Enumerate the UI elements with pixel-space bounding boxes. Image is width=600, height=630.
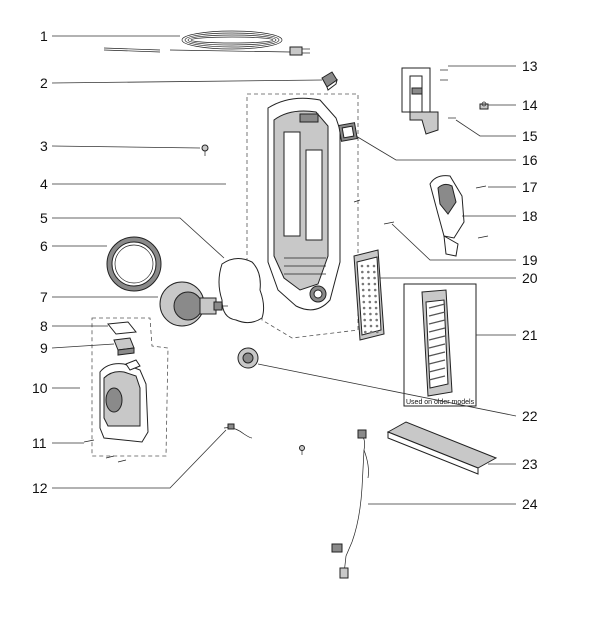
older-models-note: Used on older models [406, 399, 475, 406]
callout-9: 9 [40, 340, 48, 356]
screws-part-13 [440, 69, 448, 81]
power-cord-part [103, 30, 310, 56]
callout-24: 24 [522, 496, 538, 512]
callout-18: 18 [522, 208, 538, 224]
callout-1: 1 [40, 28, 48, 44]
bracket-part-8 [107, 321, 137, 335]
callout-13: 13 [522, 58, 538, 74]
motor-housing-group-outline [91, 317, 169, 457]
callout-7: 7 [40, 289, 48, 305]
gasket-part [218, 258, 265, 324]
callout-8: 8 [40, 318, 48, 334]
wire-harness-part [331, 429, 369, 579]
screw-center [299, 445, 305, 455]
callout-22: 22 [522, 408, 538, 424]
filter-grille-part [353, 249, 385, 341]
older-filter-part [421, 289, 453, 397]
handle-bracket-part [401, 67, 439, 135]
callout-23: 23 [522, 456, 538, 472]
band-ring-part [106, 236, 162, 292]
callout-4: 4 [40, 176, 48, 192]
callout-16: 16 [522, 152, 538, 168]
callout-12: 12 [32, 480, 48, 496]
fastener-part-14 [479, 101, 489, 110]
wire-part-12 [223, 423, 253, 439]
callout-6: 6 [40, 238, 48, 254]
callout-2: 2 [40, 75, 48, 91]
callout-10: 10 [32, 380, 48, 396]
cap-part-16 [338, 122, 358, 142]
screws-part-19 [353, 199, 489, 239]
screw-part-17 [475, 185, 487, 189]
motor-part [159, 281, 228, 327]
body-assembly-outline [246, 93, 359, 339]
callout-numbers: 1 2 3 4 5 6 7 8 9 10 11 12 13 14 15 16 1… [32, 28, 538, 512]
filter-block-part-9 [113, 337, 135, 356]
screws-part-11 [83, 439, 127, 463]
knob-part-22 [237, 347, 259, 369]
callout-14: 14 [522, 97, 538, 113]
motor-housing-part [99, 359, 149, 443]
foam-pad-part [386, 421, 498, 475]
clip-part [321, 71, 338, 91]
callout-3: 3 [40, 138, 48, 154]
leader-lines [51, 35, 517, 505]
handle-grip-part [429, 175, 465, 257]
main-body-housing-part [267, 97, 341, 311]
callout-11: 11 [32, 435, 47, 451]
callout-15: 15 [522, 128, 538, 144]
screw-part-3 [201, 144, 209, 156]
callout-5: 5 [40, 210, 48, 226]
callout-20: 20 [522, 270, 538, 286]
callout-21: 21 [522, 327, 538, 343]
callout-17: 17 [522, 179, 538, 195]
callout-19: 19 [522, 252, 538, 268]
